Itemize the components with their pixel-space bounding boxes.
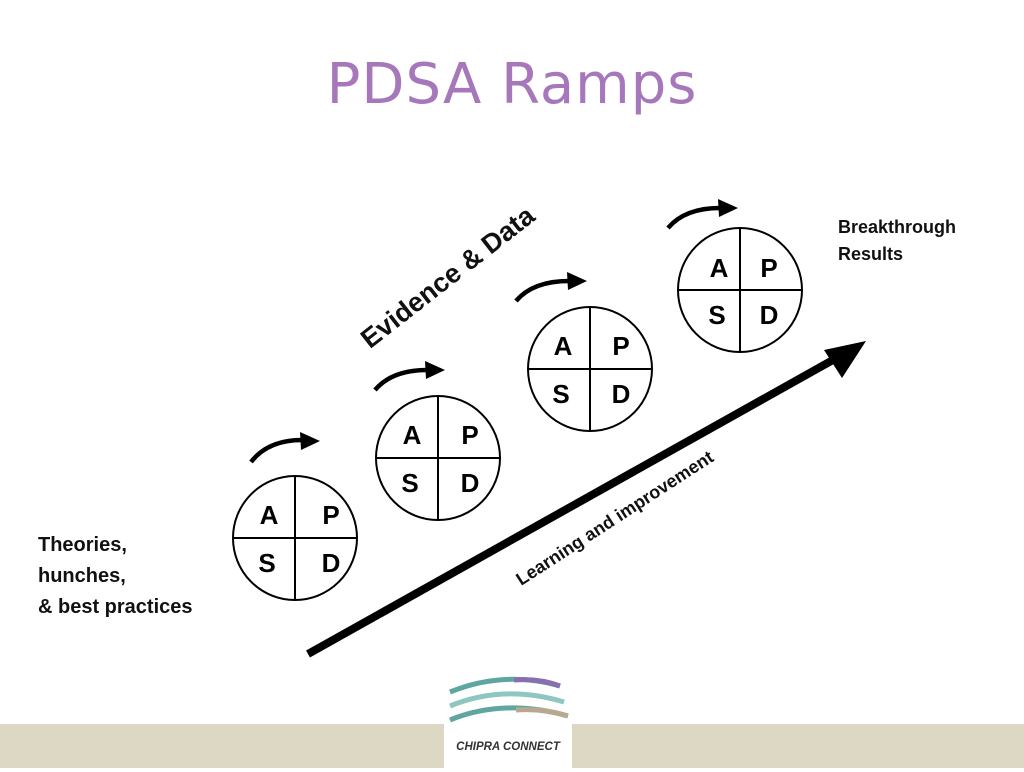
cycle-letter-a: A (554, 331, 573, 361)
breakthrough-label: Breakthrough Results (838, 214, 956, 268)
curved-arrow (666, 199, 738, 230)
theories-line-3: & best practices (38, 596, 193, 618)
theories-line-2: hunches, (38, 565, 126, 587)
improvement-arrow (306, 341, 866, 658)
slide-title: PDSA Ramps (326, 52, 698, 117)
cycle-letter-s: S (552, 379, 569, 409)
pdsa-cycle-4: A P S D (677, 227, 803, 353)
logo-text: CHIPRA CONNECT (456, 741, 561, 753)
cycle-letter-a: A (403, 420, 422, 450)
logo-graphic: CHIPRA CONNECT (449, 676, 569, 753)
cycle-letter-s: S (708, 300, 725, 330)
curved-arrow (373, 361, 445, 392)
breakthrough-line-2: Results (838, 244, 904, 264)
pdsa-cycle-3: A P S D (527, 306, 653, 432)
cycle-letter-d: D (461, 468, 480, 498)
cycle-letter-p: P (612, 331, 629, 361)
cycle-letter-d: D (322, 548, 341, 578)
chipra-connect-logo: CHIPRA CONNECT (444, 666, 572, 768)
cycle-letter-p: P (760, 253, 777, 283)
breakthrough-line-1: Breakthrough (838, 217, 957, 237)
cycle-letter-a: A (710, 253, 729, 283)
curved-arrow (249, 432, 320, 464)
theories-label: Theories, hunches, & best practices (38, 530, 193, 623)
cycle-letter-a: A (260, 500, 279, 530)
pdsa-cycle-2: A P S D (375, 395, 501, 521)
cycle-letter-s: S (258, 548, 275, 578)
theories-line-1: Theories, (38, 534, 127, 556)
pdsa-cycle-1: A P S D (232, 475, 358, 601)
cycle-letter-p: P (322, 500, 339, 530)
cycle-letter-s: S (401, 468, 418, 498)
curved-arrow (514, 272, 587, 303)
cycle-letter-d: D (760, 300, 779, 330)
cycle-letter-p: P (461, 420, 478, 450)
cycle-letter-d: D (612, 379, 631, 409)
